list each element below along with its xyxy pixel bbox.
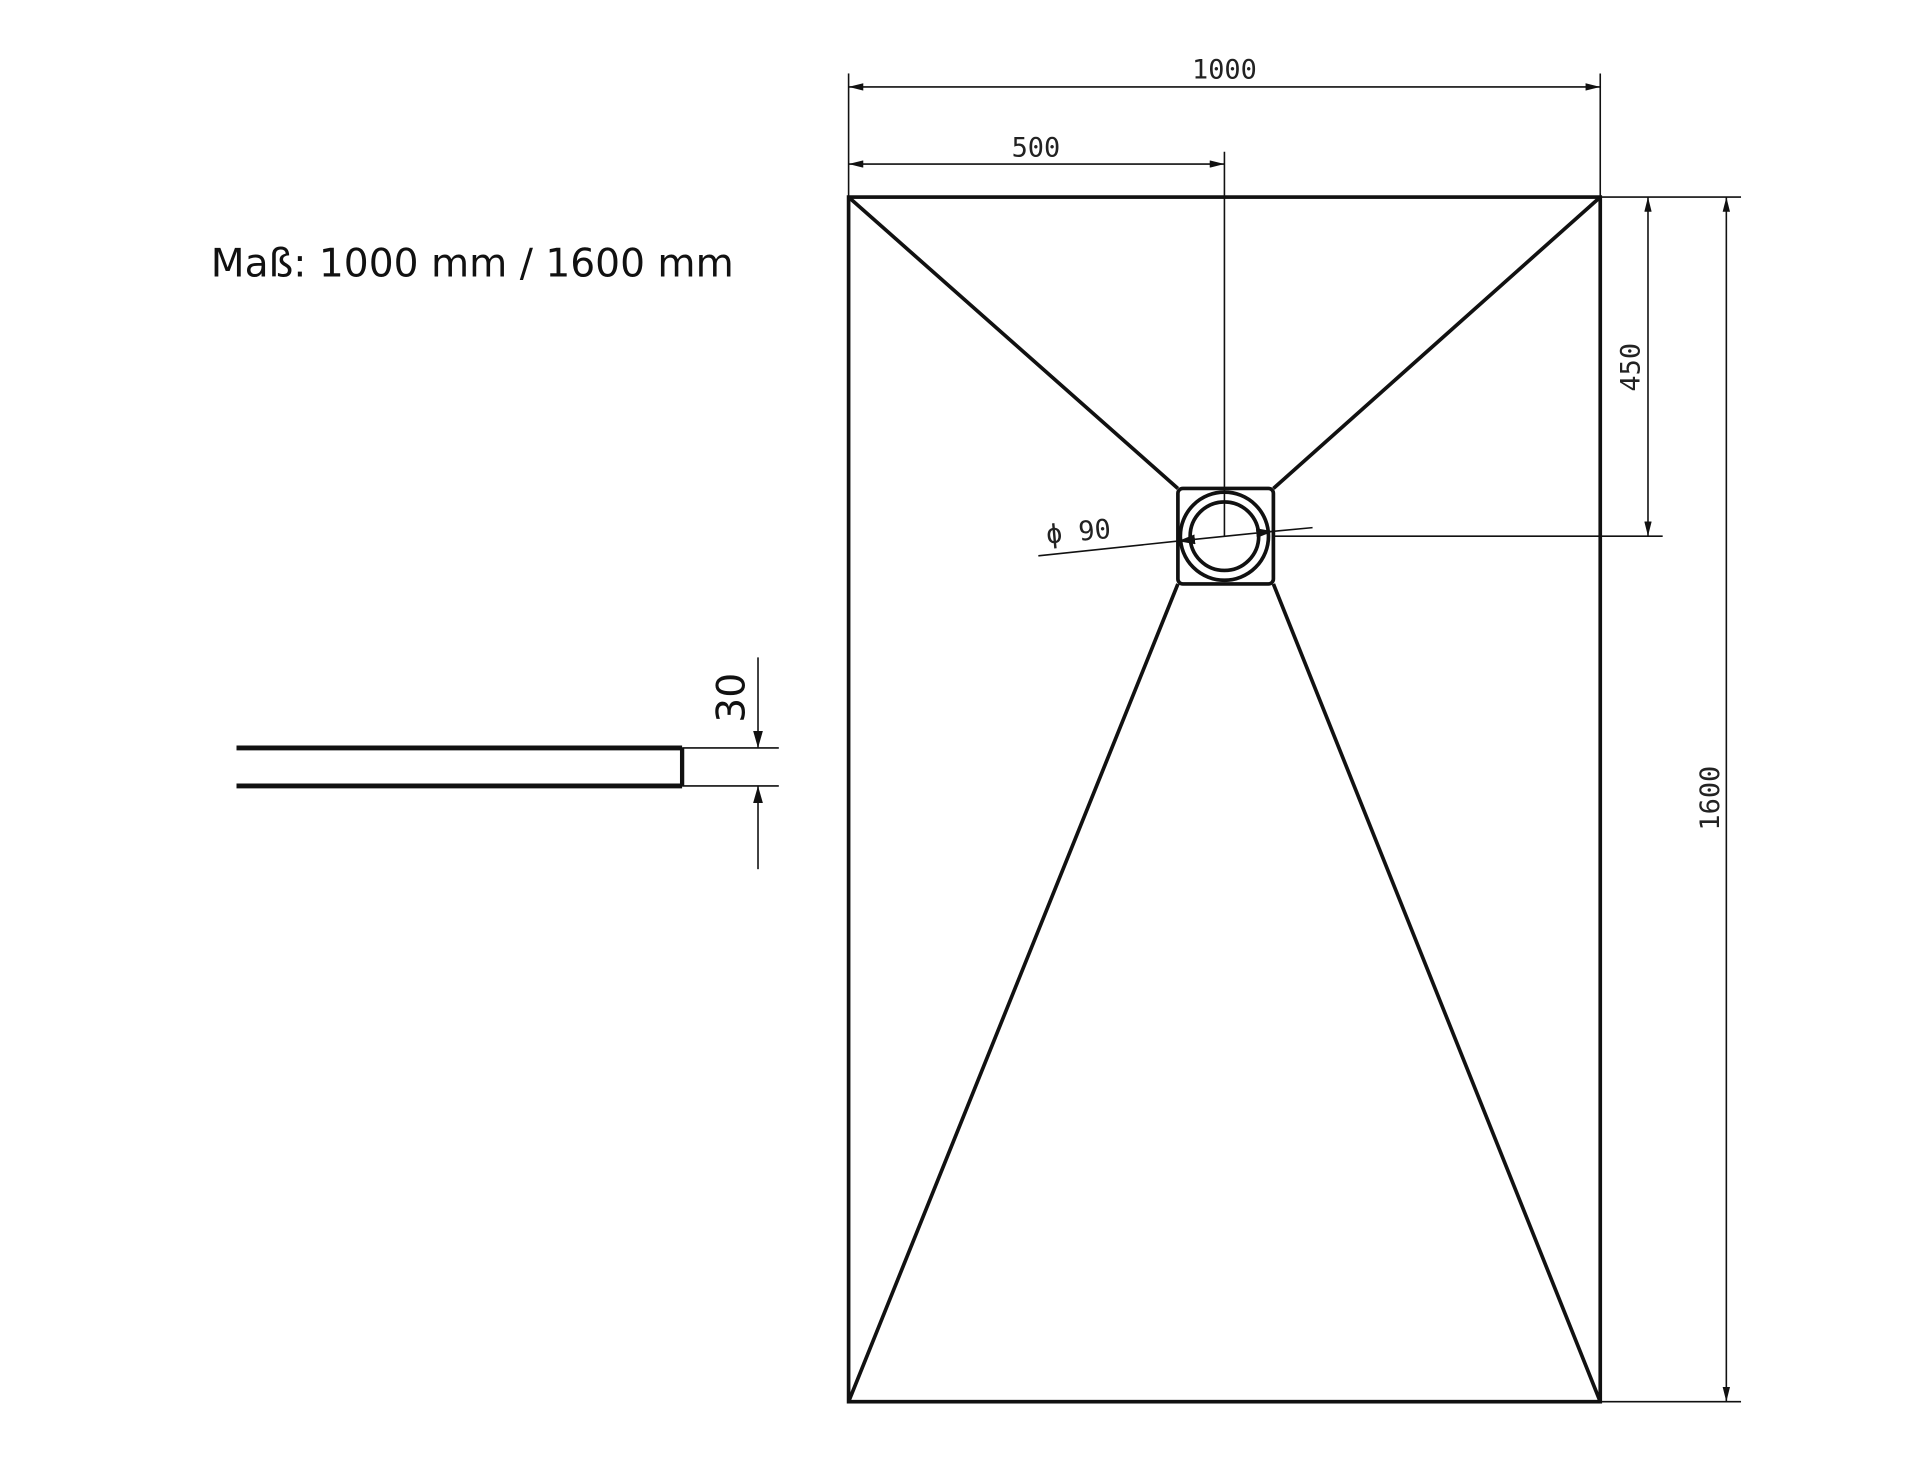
dimension-lines [847,73,1742,1403]
dim-drain-diameter-label: ϕ 90 [1045,514,1112,551]
dim-length-label: 1600 [1695,766,1726,831]
dim-drain-diameter [1177,528,1274,545]
drawing-title: Maß: 1000 mm / 1600 mm [211,242,734,287]
dim-thickness-label: 30 [710,673,755,723]
slope-line [1271,583,1602,1403]
slope-line [846,583,1180,1403]
dim-half-width-label: 500 [1012,133,1061,164]
tray-side-profile [236,657,779,870]
slope-line [1272,195,1602,490]
dim-width-label: 1000 [1192,54,1257,85]
slope-line [847,195,1180,490]
dim-drain-offset-label: 450 [1615,343,1646,392]
